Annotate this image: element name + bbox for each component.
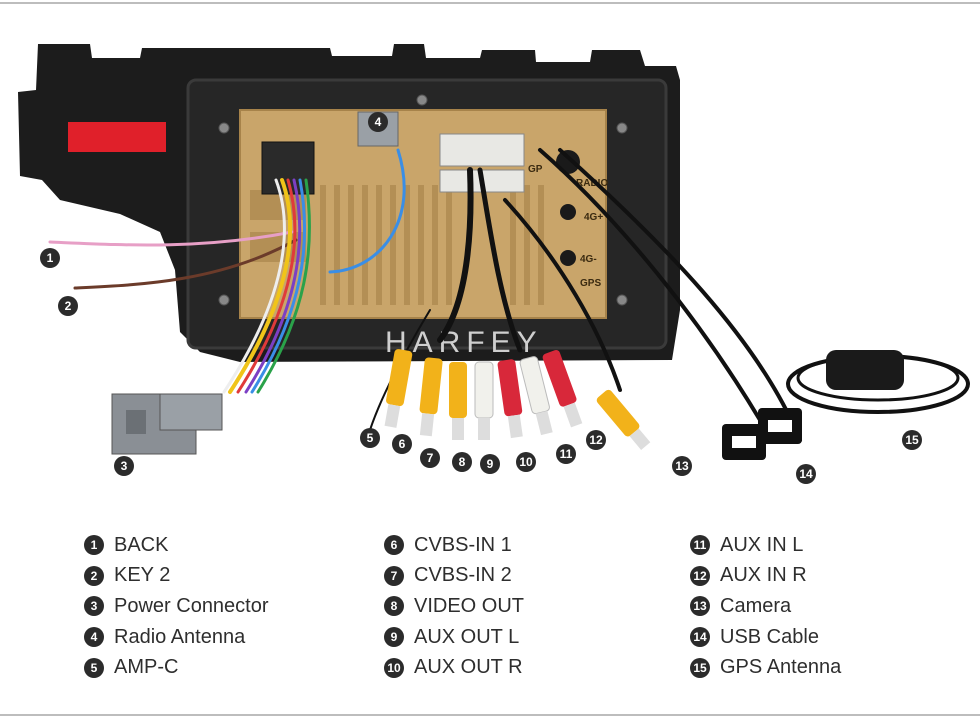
- wires: [48, 148, 802, 442]
- legend-number: 8: [384, 596, 404, 617]
- callout-14: 14: [796, 464, 816, 484]
- four-g-minus-jack: [560, 250, 576, 266]
- wire-usb: [538, 148, 762, 422]
- legend-item: 6 CVBS-IN 1: [384, 530, 524, 561]
- legend-label: AUX OUT L: [414, 625, 520, 648]
- legend-label: AUX OUT R: [414, 656, 523, 679]
- legend-item: 2 KEY 2: [84, 561, 269, 592]
- wire-white: [222, 178, 286, 394]
- callout-7: 7: [420, 448, 440, 468]
- top-divider: [0, 2, 980, 4]
- legend-item: 11 AUX IN L: [690, 530, 841, 561]
- legend-label: BACK: [114, 533, 169, 556]
- callout-12: 12: [586, 430, 606, 450]
- bottom-divider: [0, 714, 980, 716]
- panel-screws: [218, 94, 628, 306]
- legend-label: GPS Antenna: [720, 656, 842, 679]
- legend-number: 3: [84, 596, 104, 617]
- legend-label: KEY 2: [114, 564, 171, 587]
- power-connector: [111, 393, 223, 455]
- legend-label: VIDEO OUT: [414, 594, 525, 617]
- callout-9: 9: [480, 454, 500, 474]
- callout-8: 8: [452, 452, 472, 472]
- brake-light-lens: [68, 122, 166, 152]
- wire-red: [236, 178, 297, 394]
- rca-plugs: [384, 349, 651, 450]
- legend-number: 1: [84, 535, 104, 556]
- legend-item: 12 AUX IN R: [690, 561, 841, 592]
- port-label-gp: GP: [528, 164, 543, 175]
- wire-bundle: [437, 167, 474, 343]
- wire-usb-2: [558, 148, 802, 442]
- legend-number: 7: [384, 565, 404, 586]
- callout-11: 11: [556, 444, 576, 464]
- wire-radio: [328, 148, 406, 274]
- legend-label: Radio Antenna: [114, 625, 246, 648]
- port-label-4g-plus: 4G+: [584, 212, 603, 223]
- legend-number: 14: [690, 627, 710, 648]
- wire-blue: [250, 178, 307, 394]
- legend-item: 9 AUX OUT L: [384, 622, 524, 653]
- legend-item: 5 AMP-C: [84, 652, 269, 683]
- legend-item: 8 VIDEO OUT: [384, 591, 524, 622]
- legend-item: 3 Power Connector: [84, 591, 269, 622]
- legend-number: 6: [384, 535, 404, 556]
- wire-camera: [503, 198, 622, 392]
- legend-number: 15: [690, 657, 710, 678]
- legend-label: AUX IN R: [720, 564, 807, 587]
- legend-number: 10: [384, 657, 404, 678]
- wire-yellow: [228, 178, 293, 394]
- port-label-4g-minus: 4G-: [580, 254, 597, 265]
- legend-label: CVBS-IN 1: [414, 533, 512, 556]
- four-g-plus-jack: [560, 204, 576, 220]
- callout-4: 4: [368, 112, 388, 132]
- port-label-gps: GPS: [580, 278, 601, 289]
- legend-item: 15 GPS Antenna: [690, 652, 841, 683]
- port-label-radio: RADIO: [576, 178, 608, 189]
- legend-label: USB Cable: [720, 625, 819, 648]
- legend-column-1: 1 BACK 2 KEY 2 3 Power Connector 4 Radio Ant…: [84, 530, 269, 683]
- legend-label: AUX IN L: [720, 533, 804, 556]
- callout-13: 13: [672, 456, 692, 476]
- aux-socket: [439, 133, 525, 167]
- usb-plugs: [722, 408, 802, 460]
- callout-2: 2: [58, 296, 78, 316]
- wire-purple: [244, 178, 302, 394]
- wire-back: [48, 230, 294, 247]
- callout-10: 10: [516, 452, 536, 472]
- legend-item: 10 AUX OUT R: [384, 652, 524, 683]
- legend-column-3: 11 AUX IN L 12 AUX IN R 13 Camera 14 USB Cab…: [690, 530, 841, 683]
- legend-number: 4: [84, 627, 104, 648]
- legend-item: 14 USB Cable: [690, 622, 841, 653]
- legend-label: CVBS-IN 2: [414, 564, 512, 587]
- legend-number: 12: [690, 565, 710, 586]
- callout-15: 15: [902, 430, 922, 450]
- callout-3: 3: [114, 456, 134, 476]
- legend-label: AMP-C: [114, 656, 179, 679]
- callout-5: 5: [360, 428, 380, 448]
- legend-number: 2: [84, 565, 104, 586]
- legend-item: 1 BACK: [84, 530, 269, 561]
- wire-bundle-2: [477, 167, 523, 353]
- legend-number: 5: [84, 657, 104, 678]
- legend-label: Power Connector: [114, 594, 269, 617]
- wire-key2: [73, 238, 298, 290]
- gps-antenna-puck: [826, 350, 904, 390]
- legend-item: 4 Radio Antenna: [84, 622, 269, 653]
- legend-item: 13 Camera: [690, 591, 841, 622]
- legend-number: 13: [690, 596, 710, 617]
- legend-number: 11: [690, 535, 710, 556]
- legend-label: Camera: [720, 594, 792, 617]
- callout-1: 1: [40, 248, 60, 268]
- callout-6: 6: [392, 434, 412, 454]
- wire-green: [256, 178, 311, 394]
- legend-number: 9: [384, 627, 404, 648]
- legend-item: 7 CVBS-IN 2: [384, 561, 524, 592]
- wiring-diagram: RADIO 4G+ 4G- GPS GP HARFEY: [18, 44, 970, 460]
